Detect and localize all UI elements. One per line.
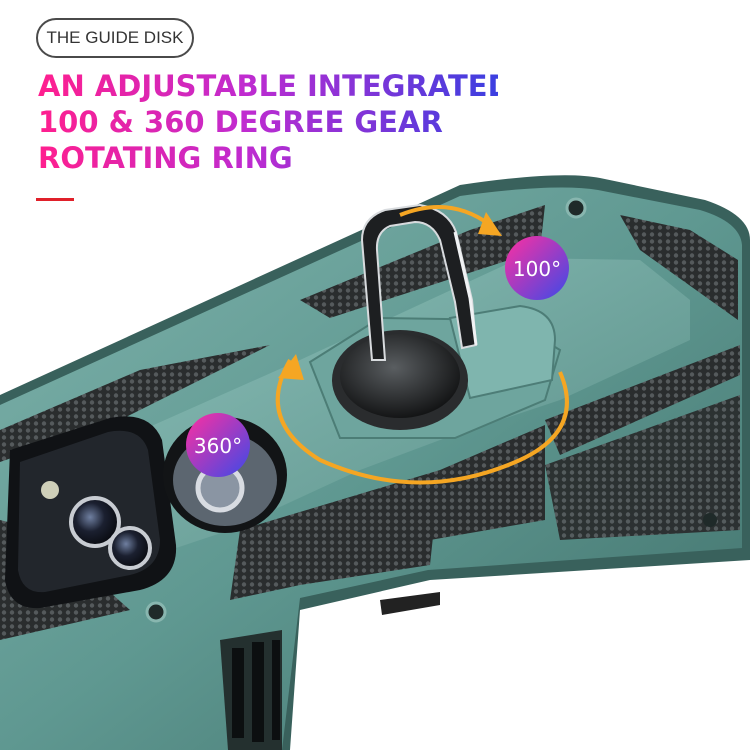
rotating-disc [340, 334, 460, 418]
badge-100-degree: 100° [505, 236, 569, 300]
camera-lens-icon [108, 526, 152, 570]
guide-disk-badge: THE GUIDE DISK [36, 18, 194, 58]
camera-module [5, 416, 177, 609]
arrow-head-icon [278, 354, 304, 380]
rotation-arrows [275, 205, 569, 485]
bottom-edge-ports [220, 592, 440, 750]
arrow-head-icon [478, 212, 502, 236]
guide-disk-label: THE GUIDE DISK [46, 28, 184, 47]
flash-icon [41, 481, 59, 499]
screw-holes [145, 197, 717, 623]
label-360-degree: 360° [194, 434, 242, 458]
badge-360-degree: 360° [186, 413, 250, 477]
label-100-degree: 100° [513, 257, 561, 281]
accent-divider [36, 198, 74, 201]
ring-holder [308, 203, 562, 439]
camera-lens-icon [69, 496, 121, 548]
